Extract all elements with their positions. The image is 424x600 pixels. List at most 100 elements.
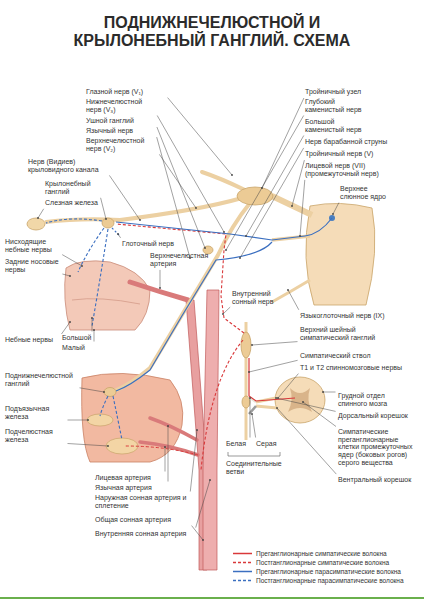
- part-label: Большой: [62, 334, 102, 342]
- part-label: Тройничный нерв (V): [305, 150, 395, 158]
- part-label: Глубокий каменистый нерв: [305, 98, 367, 113]
- leader-line: [157, 127, 205, 248]
- leader-dot: [117, 233, 119, 235]
- legend-sample: [233, 562, 252, 564]
- leader-line: [190, 430, 197, 492]
- part-label: Внутренний сонный нерв: [232, 290, 287, 305]
- leader-line: [278, 374, 298, 398]
- spinal-cord: [275, 377, 325, 423]
- part-label: Поднижнечелюстной ганглий: [5, 372, 77, 387]
- part-label: Нерв (Видиев) крыловидного канала: [28, 158, 108, 173]
- leader-line: [226, 116, 304, 251]
- leader-line: [333, 203, 339, 214]
- leader-line: [165, 447, 166, 472]
- lingual-artery: [150, 418, 197, 440]
- nasal-palate-region: [65, 261, 150, 330]
- leader-dot: [209, 479, 211, 481]
- part-label: Ушной ганглий: [86, 117, 156, 125]
- part-label: Глазной нерв (V₁): [86, 88, 166, 96]
- part-label: Симпатический ствол: [300, 352, 395, 360]
- leader-line: [223, 307, 230, 314]
- leader-line: [249, 360, 298, 372]
- part-label: Лицевой нерв (VII) (промежуточный нерв): [305, 162, 390, 177]
- part-label: Соединительные ветви: [226, 460, 286, 475]
- legend-text: Постганглионарные парасимпатические воло…: [256, 577, 421, 584]
- poster-title: ПОДНИЖНЕЧЕЛЮСТНОЙ И КРЫЛОНЕБНЫЙ ГАНГЛИЙ.…: [62, 14, 362, 51]
- part-label: Верхнечелюстная артерия: [150, 252, 210, 267]
- part-label: Внутренняя сонная артерия: [95, 530, 195, 538]
- leader-line: [276, 398, 336, 411]
- leader-line: [80, 388, 105, 392]
- leader-line: [157, 116, 224, 233]
- chorda-tympani: [116, 242, 272, 391]
- leader-dot: [225, 249, 227, 251]
- leader-line: [62, 255, 82, 266]
- part-label: Нижнечелюстной нерв (V₃): [86, 98, 156, 113]
- leader-line: [62, 274, 70, 276]
- part-label: T1 и T2 спинномозговые нервы: [300, 364, 418, 372]
- superior-cervical-ganglion: [241, 332, 251, 358]
- palate-line: [72, 299, 140, 304]
- leader-dot: [222, 313, 224, 315]
- leader-line: [262, 98, 304, 188]
- leader-line: [159, 154, 196, 208]
- leader-line: [196, 480, 210, 528]
- part-label: Малый: [62, 344, 102, 352]
- brainstem: [306, 203, 375, 305]
- ventral-root: [256, 406, 277, 408]
- leader-dot: [251, 344, 253, 346]
- rami-bracket: [228, 452, 280, 456]
- internal-carotid-artery: [203, 290, 219, 570]
- leader-dot: [81, 265, 83, 267]
- leader-line: [168, 98, 232, 175]
- leader-dot: [159, 287, 161, 289]
- part-label: Грудной отдел спинного мозга: [338, 392, 413, 407]
- part-label: Вентральный корешок: [338, 476, 418, 484]
- legend-sample: [233, 553, 252, 555]
- leader-dot: [164, 446, 166, 448]
- part-label: Слезная железа: [45, 199, 105, 207]
- part-label: Язычный нерв: [86, 127, 156, 135]
- part-label: Верхний шейный симпатический ганглий: [300, 326, 395, 341]
- leader-dot: [223, 231, 225, 233]
- to-lacrimal: [46, 219, 102, 223]
- leader-dot: [248, 371, 250, 373]
- leader-dot: [105, 218, 107, 220]
- leader-dot: [139, 219, 141, 221]
- submandibular-ganglion: [104, 388, 116, 397]
- leader-dot: [299, 235, 301, 237]
- leader-line: [157, 137, 190, 258]
- leader-dot: [275, 397, 277, 399]
- leader-line: [288, 290, 299, 310]
- leader-line: [160, 270, 161, 288]
- leader-dot: [196, 429, 198, 431]
- part-label: Дорсальный корешок: [338, 412, 416, 420]
- part-label: Небные нервы: [5, 336, 60, 344]
- part-label: Общая сонная артерия: [95, 516, 190, 524]
- trigeminal-root: [272, 196, 312, 215]
- to-palate: [92, 229, 108, 326]
- sympathetic-to-gland: [125, 446, 198, 455]
- grey-matter: [288, 388, 312, 412]
- leader-line: [300, 180, 305, 236]
- leader-line: [252, 414, 256, 438]
- leader-line: [118, 234, 121, 238]
- legend-text: Постганглионарные симпатические волокна: [256, 559, 421, 566]
- leader-line: [252, 342, 298, 345]
- preganglionic-sympathetic: [249, 358, 295, 401]
- part-label: Большой каменистый нерв: [305, 118, 367, 133]
- leader-line: [246, 136, 304, 237]
- leader-dot: [332, 213, 334, 215]
- legend-text: Преганглионарные парасимпатические волок…: [256, 568, 421, 575]
- part-label: Тройничный узел: [305, 88, 385, 96]
- leader-dot: [239, 257, 241, 259]
- leader-line: [94, 330, 95, 342]
- part-label: Глоточный нерв: [122, 240, 192, 248]
- maxillary-artery: [130, 282, 188, 300]
- leader-dot: [87, 419, 89, 421]
- leader-dot: [69, 321, 71, 323]
- leader-line: [109, 175, 140, 220]
- leader-dot: [302, 401, 304, 403]
- part-label: Нерв барабанной струны: [305, 138, 405, 146]
